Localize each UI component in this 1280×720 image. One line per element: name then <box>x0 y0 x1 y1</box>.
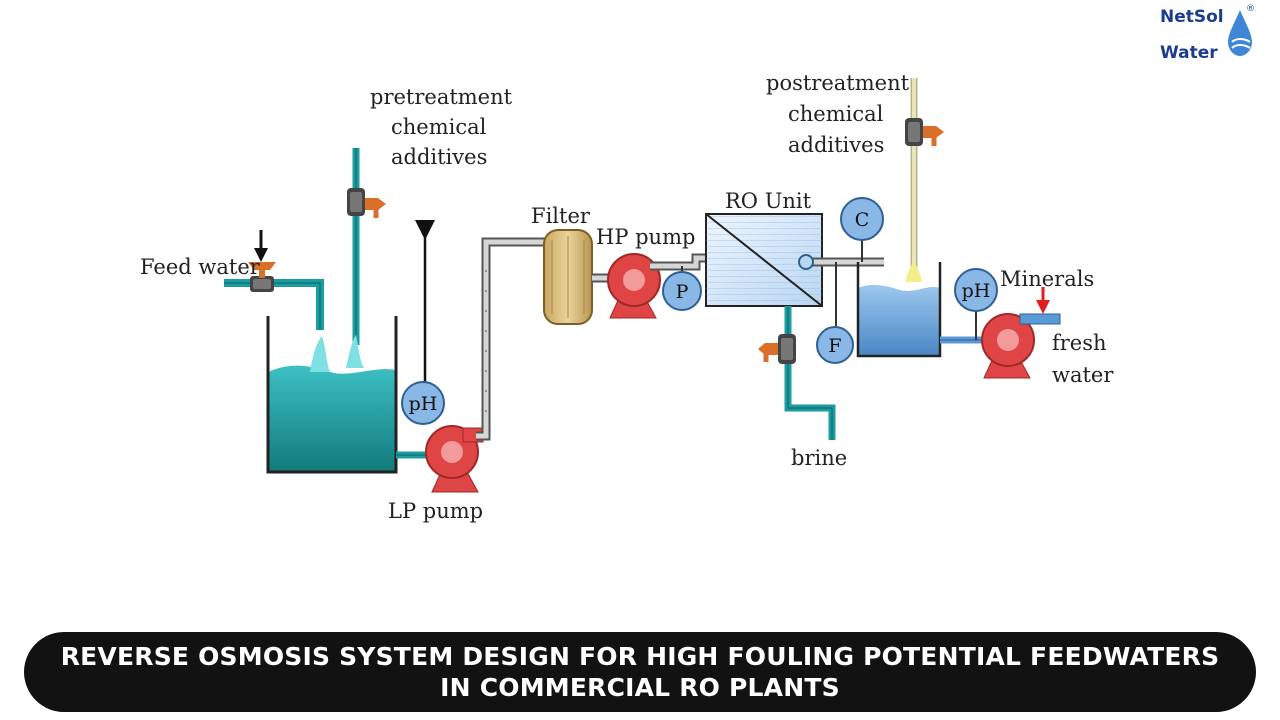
brine-label: brine <box>791 446 847 470</box>
pretreatment-label-line1: pretreatment <box>370 85 513 109</box>
banner-title: REVERSE OSMOSIS SYSTEM DESIGN FOR HIGH F… <box>60 642 1220 702</box>
postreatment-label-line2: chemical <box>788 102 884 126</box>
feed-water-label: Feed water <box>140 255 261 279</box>
registered-mark: ® <box>1246 4 1255 14</box>
hp-pump-label: HP pump <box>596 225 695 249</box>
feed-water-valve-icon <box>248 262 276 292</box>
postreatment-dosing-line <box>905 78 922 282</box>
ph-gauge-feed: pH <box>401 220 445 425</box>
pretreatment-valve-icon <box>347 188 386 218</box>
title-banner: REVERSE OSMOSIS SYSTEM DESIGN FOR HIGH F… <box>24 632 1256 712</box>
flow-gauge: F <box>816 326 854 364</box>
product-tank <box>856 262 942 358</box>
pretreatment-label-line2: chemical <box>391 115 487 139</box>
lp-pump-label: LP pump <box>388 499 483 523</box>
conductivity-gauge-label: C <box>855 209 870 231</box>
lp-to-filter-pipe <box>476 237 560 441</box>
logo-text-line2: Water <box>1160 43 1218 63</box>
brine-valve-icon <box>758 334 796 364</box>
fresh-water-label-line1: fresh <box>1052 331 1107 355</box>
pressure-gauge: P <box>662 266 702 311</box>
pretreatment-label-line3: additives <box>391 145 487 169</box>
pressure-gauge-label: P <box>676 281 689 303</box>
ro-permeate-pipe <box>798 240 884 326</box>
logo-text-line1: NetSol <box>1160 7 1224 27</box>
minerals-arrow-icon <box>1036 287 1050 314</box>
flow-gauge-label: F <box>828 335 841 357</box>
fresh-water-label-line2: water <box>1052 363 1114 387</box>
ro-unit-label: RO Unit <box>725 189 812 213</box>
netsol-water-logo: NetSol Water ® <box>1158 4 1258 68</box>
ro-process-diagram: pH <box>140 71 1114 523</box>
filter-cartridge <box>543 229 593 325</box>
filter-label: Filter <box>531 204 591 228</box>
ph-gauge-product-label: pH <box>962 280 991 302</box>
brine-outlet-pipe <box>784 306 836 440</box>
postreatment-label-line3: additives <box>788 133 884 157</box>
postreatment-valve-icon <box>905 118 944 146</box>
postreatment-label-line1: postreatment <box>766 71 910 95</box>
water-drop-icon <box>1228 10 1252 56</box>
minerals-label: Minerals <box>1000 267 1094 291</box>
ph-gauge-product: pH <box>954 268 998 312</box>
feed-tank <box>266 316 398 474</box>
hp-pump-icon <box>607 253 661 319</box>
lp-pump-icon <box>425 425 484 493</box>
conductivity-gauge: C <box>840 197 884 241</box>
ph-gauge-feed-label: pH <box>409 393 438 415</box>
product-pump-icon <box>981 313 1061 379</box>
